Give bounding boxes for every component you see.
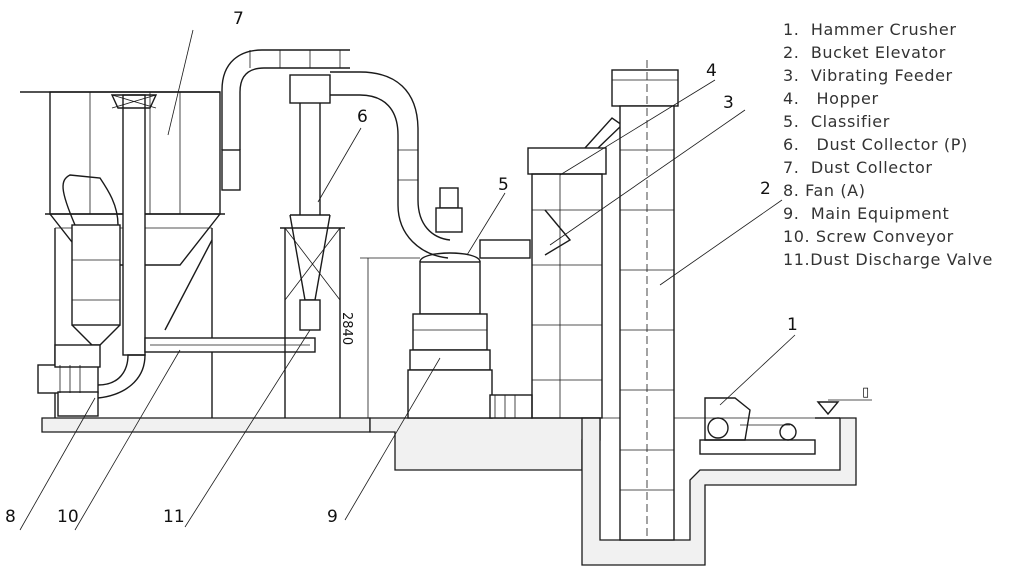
legend-item-screw-conveyor: 10. Screw Conveyor	[783, 227, 954, 246]
legend-item-hammer-crusher: 1. Hammer Crusher	[783, 20, 957, 39]
component-legend: 1. Hammer Crusher 2. Bucket Elevator 3. …	[783, 18, 993, 271]
air-ducts	[221, 49, 451, 259]
main-mill	[360, 187, 533, 419]
legend-item-dust-discharge-valve: 11.Dust Discharge Valve	[783, 250, 993, 269]
cyclone-collector	[280, 74, 345, 418]
bag-dust-collector	[20, 91, 225, 418]
callout-1: 1	[787, 315, 798, 335]
legend-item-fan: 8. Fan (A)	[783, 181, 866, 200]
legend-item-classifier: 5. Classifier	[783, 112, 890, 131]
legend-item-vibrating-feeder: 3. Vibrating Feeder	[783, 66, 953, 85]
legend-item-hopper: 4. Hopper	[783, 89, 879, 108]
steel-frame	[527, 117, 624, 419]
height-dimension: 2840	[339, 312, 354, 345]
fan	[37, 344, 146, 417]
legend-item-main-equipment: 9. Main Equipment	[783, 204, 950, 223]
callout-2: 2	[760, 179, 771, 199]
legend-item-dust-collector: 7. Dust Collector	[783, 158, 933, 177]
foundation	[41, 417, 857, 566]
bucket-elevator	[611, 60, 679, 541]
leader-lines	[19, 29, 796, 531]
callout-11: 11	[163, 507, 185, 527]
hammer-crusher	[699, 397, 872, 455]
callout-3: 3	[723, 93, 734, 113]
legend-item-bucket-elevator: 2. Bucket Elevator	[783, 43, 946, 62]
callout-5: 5	[498, 175, 509, 195]
callout-10: 10	[57, 507, 79, 527]
callout-9: 9	[327, 507, 338, 527]
ground-level-mark: ▯	[862, 385, 869, 400]
callout-4: 4	[706, 61, 717, 81]
legend-item-dust-collector-p: 6. Dust Collector (P)	[783, 135, 968, 154]
callout-6: 6	[357, 107, 368, 127]
callout-7: 7	[233, 9, 244, 29]
callout-8: 8	[5, 507, 16, 527]
screw-conveyor	[144, 337, 316, 353]
